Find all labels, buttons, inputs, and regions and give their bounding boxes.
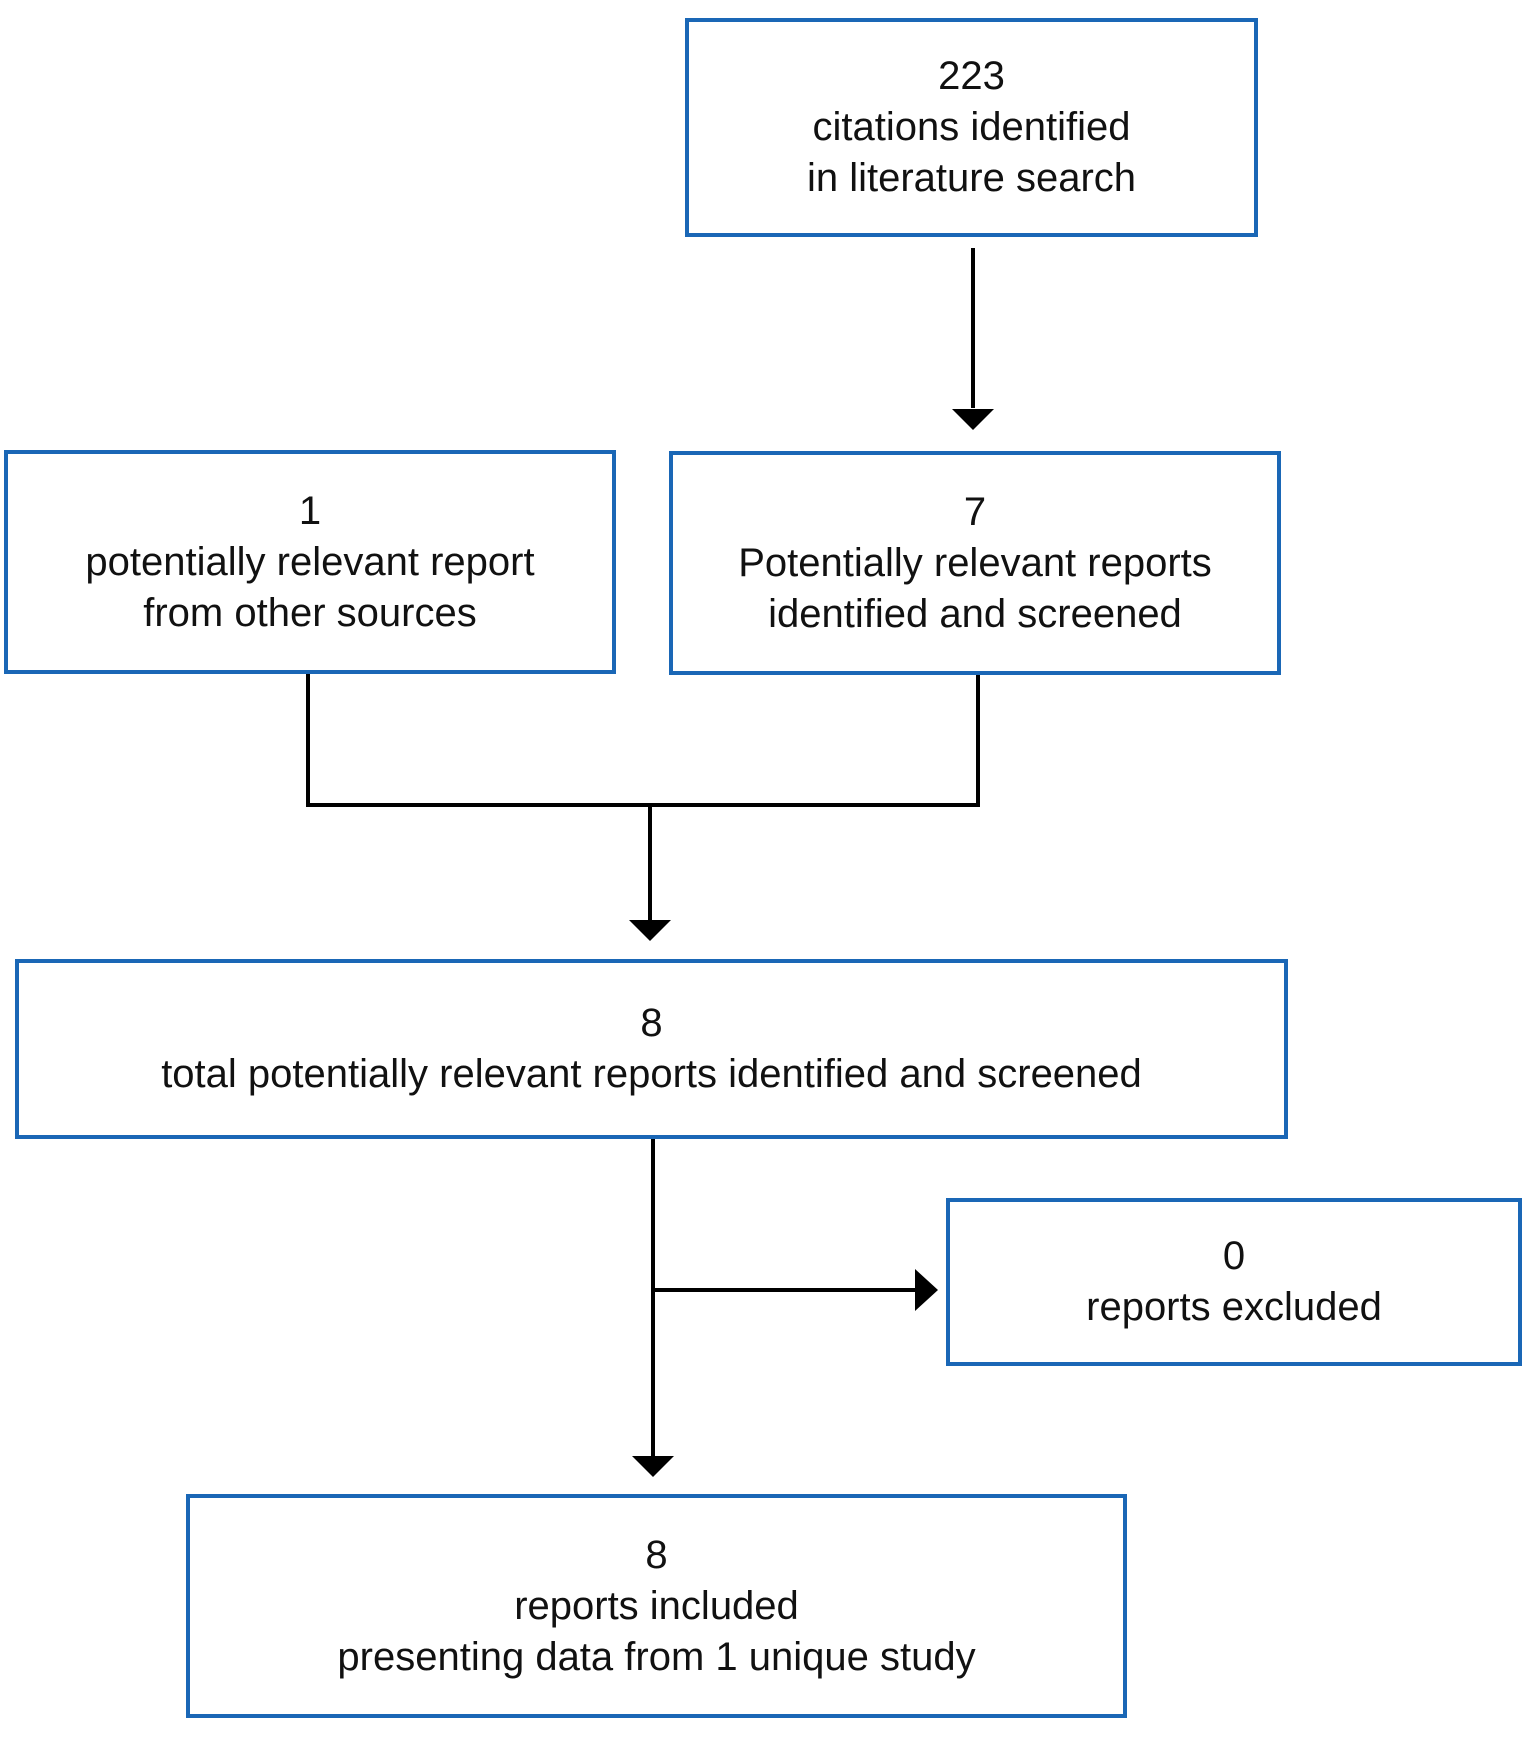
included-label-line2: presenting data from 1 unique study [337, 1634, 976, 1679]
included-count: 8 [645, 1532, 668, 1577]
citations-label-line1: citations identified [812, 105, 1131, 149]
arrowhead-to-included [632, 1456, 674, 1477]
screened-count: 7 [963, 489, 987, 534]
arrowhead-to-excluded [915, 1269, 938, 1311]
included-reports-box: 8 reports included presenting data from … [186, 1494, 1127, 1718]
citations-count: 223 [938, 54, 1005, 98]
arrowhead-to-screened [952, 409, 994, 430]
screened-label-line2: identified and screened [768, 591, 1182, 636]
other-sources-label-line1: potentially relevant report [85, 539, 535, 584]
excluded-count: 0 [1222, 1234, 1246, 1278]
screened-reports-box: 7 Potentially relevant reports identifie… [669, 451, 1281, 675]
excluded-label: reports excluded [1086, 1285, 1382, 1329]
total-label: total potentially relevant reports ident… [161, 1052, 1142, 1096]
citations-identified-box: 223 citations identified in literature s… [685, 18, 1258, 237]
included-label-line1: reports included [514, 1583, 799, 1628]
arrowhead-to-total [629, 920, 671, 941]
total-count: 8 [640, 1001, 663, 1045]
other-sources-label-line2: from other sources [143, 590, 477, 635]
other-sources-box: 1 potentially relevant report from other… [4, 450, 616, 674]
screened-label-line1: Potentially relevant reports [738, 540, 1212, 585]
excluded-reports-box: 0 reports excluded [946, 1198, 1522, 1366]
citations-label-line2: in literature search [806, 156, 1137, 200]
other-sources-count: 1 [298, 488, 322, 533]
total-reports-box: 8 total potentially relevant reports ide… [15, 959, 1288, 1139]
